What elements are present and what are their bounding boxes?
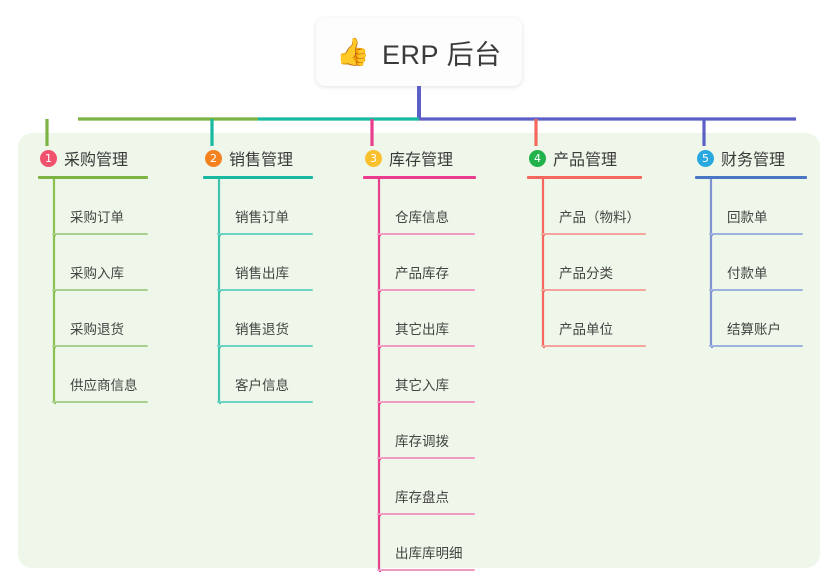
branch-badge-3: 3: [365, 149, 382, 167]
leaf-item[interactable]: 产品单位: [541, 291, 687, 347]
leaf-rule: [52, 345, 148, 347]
leaf-rule: [541, 233, 646, 235]
leaf-item[interactable]: 产品分类: [541, 235, 687, 291]
branch-title-2: 销售管理: [229, 152, 294, 169]
branch-header-rule-2: [203, 176, 313, 179]
leaf-label: 采购入库: [70, 266, 124, 281]
branch-column-1: 1 采购管理采购订单采购入库采购退货供应商信息: [38, 146, 188, 403]
leaf-label: 销售退货: [235, 322, 289, 337]
root-node[interactable]: 👍 ERP 后台: [316, 18, 522, 86]
leaf-label: 付款单: [727, 266, 768, 281]
leaf-label: 库存盘点: [395, 490, 449, 505]
leaf-label: 库存调拨: [395, 434, 449, 449]
leaf-item[interactable]: 付款单: [709, 235, 835, 291]
leaf-list-3: 仓库信息产品库存其它出库其它入库库存调拨库存盘点出库库明细: [363, 179, 513, 571]
branch-column-5: 5 财务管理回款单付款单结算账户: [695, 146, 835, 347]
branch-header-rule-1: [38, 176, 148, 179]
branch-header-1[interactable]: 1 采购管理: [38, 146, 188, 170]
branch-header-rule-3: [363, 176, 476, 179]
leaf-list-2: 销售订单销售出库销售退货客户信息: [203, 179, 353, 403]
leaf-rule: [377, 569, 475, 571]
leaf-rule: [377, 457, 475, 459]
branch-header-4[interactable]: 4 产品管理: [527, 146, 687, 170]
root-title: ERP 后台: [382, 39, 502, 70]
leaf-rule: [52, 401, 148, 403]
branch-header-3[interactable]: 3 库存管理: [363, 146, 513, 170]
branch-title-3: 库存管理: [389, 152, 454, 169]
leaf-item[interactable]: 采购订单: [52, 179, 188, 235]
branch-column-4: 4 产品管理产品（物料） 产品分类产品单位: [527, 146, 687, 347]
leaf-rule: [541, 345, 646, 347]
leaf-label: 其它出库: [395, 322, 449, 337]
leaf-item[interactable]: 采购入库: [52, 235, 188, 291]
leaf-label: 仓库信息: [395, 210, 449, 225]
leaf-item[interactable]: 销售订单: [217, 179, 353, 235]
leaf-label: 结算账户: [727, 322, 781, 337]
leaf-list-4: 产品（物料） 产品分类产品单位: [527, 179, 687, 347]
leaf-item[interactable]: 供应商信息: [52, 347, 188, 403]
leaf-label: 产品（物料）: [559, 210, 640, 225]
branch-title-5: 财务管理: [721, 152, 786, 169]
leaf-rule: [377, 289, 475, 291]
branch-column-3: 3 库存管理仓库信息产品库存其它出库其它入库库存调拨库存盘点出库库明细: [363, 146, 513, 571]
leaf-item[interactable]: 回款单: [709, 179, 835, 235]
leaf-item[interactable]: 其它入库: [377, 347, 513, 403]
leaf-item[interactable]: 客户信息: [217, 347, 353, 403]
leaf-rule: [217, 289, 313, 291]
leaf-label: 产品分类: [559, 266, 613, 281]
branch-header-5[interactable]: 5 财务管理: [695, 146, 835, 170]
branch-badge-1: 1: [40, 149, 57, 167]
leaf-rule: [217, 345, 313, 347]
branch-badge-2: 2: [205, 149, 222, 167]
leaf-item[interactable]: 出库库明细: [377, 515, 513, 571]
leaf-item[interactable]: 销售出库: [217, 235, 353, 291]
branch-badge-5: 5: [697, 149, 714, 167]
leaf-list-1: 采购订单采购入库采购退货供应商信息: [38, 179, 188, 403]
leaf-rule: [377, 401, 475, 403]
leaf-item[interactable]: 产品库存: [377, 235, 513, 291]
branch-column-2: 2 销售管理销售订单销售出库销售退货客户信息: [203, 146, 353, 403]
thumbs-up-emoji: 👍: [336, 36, 371, 67]
leaf-label: 出库库明细: [395, 546, 463, 561]
branch-title-1: 采购管理: [64, 152, 129, 169]
branch-header-2[interactable]: 2 销售管理: [203, 146, 353, 170]
branch-header-rule-5: [695, 176, 807, 179]
leaf-label: 回款单: [727, 210, 768, 225]
leaf-label: 采购退货: [70, 322, 124, 337]
leaf-item[interactable]: 采购退货: [52, 291, 188, 347]
leaf-rule: [709, 289, 803, 291]
leaf-item[interactable]: 库存调拨: [377, 403, 513, 459]
branches-panel: [18, 133, 820, 568]
leaf-rule: [52, 289, 148, 291]
leaf-item[interactable]: 仓库信息: [377, 179, 513, 235]
leaf-rule: [709, 233, 803, 235]
leaf-label: 供应商信息: [70, 378, 138, 393]
leaf-rule: [709, 345, 803, 347]
branch-header-rule-4: [527, 176, 642, 179]
leaf-item[interactable]: 销售退货: [217, 291, 353, 347]
leaf-rule: [217, 401, 313, 403]
leaf-label: 产品单位: [559, 322, 613, 337]
leaf-list-5: 回款单付款单结算账户: [695, 179, 835, 347]
leaf-label: 销售订单: [235, 210, 289, 225]
branch-badge-4: 4: [529, 149, 546, 167]
leaf-rule: [217, 233, 313, 235]
leaf-rule: [52, 233, 148, 235]
leaf-rule: [541, 289, 646, 291]
leaf-item[interactable]: 结算账户: [709, 291, 835, 347]
leaf-item[interactable]: 产品（物料）: [541, 179, 687, 235]
leaf-item[interactable]: 库存盘点: [377, 459, 513, 515]
leaf-label: 销售出库: [235, 266, 289, 281]
leaf-rule: [377, 513, 475, 515]
leaf-label: 客户信息: [235, 378, 289, 393]
leaf-rule: [377, 345, 475, 347]
branch-title-4: 产品管理: [553, 152, 618, 169]
leaf-item[interactable]: 其它出库: [377, 291, 513, 347]
leaf-label: 产品库存: [395, 266, 449, 281]
leaf-rule: [377, 233, 475, 235]
leaf-label: 其它入库: [395, 378, 449, 393]
leaf-label: 采购订单: [70, 210, 124, 225]
